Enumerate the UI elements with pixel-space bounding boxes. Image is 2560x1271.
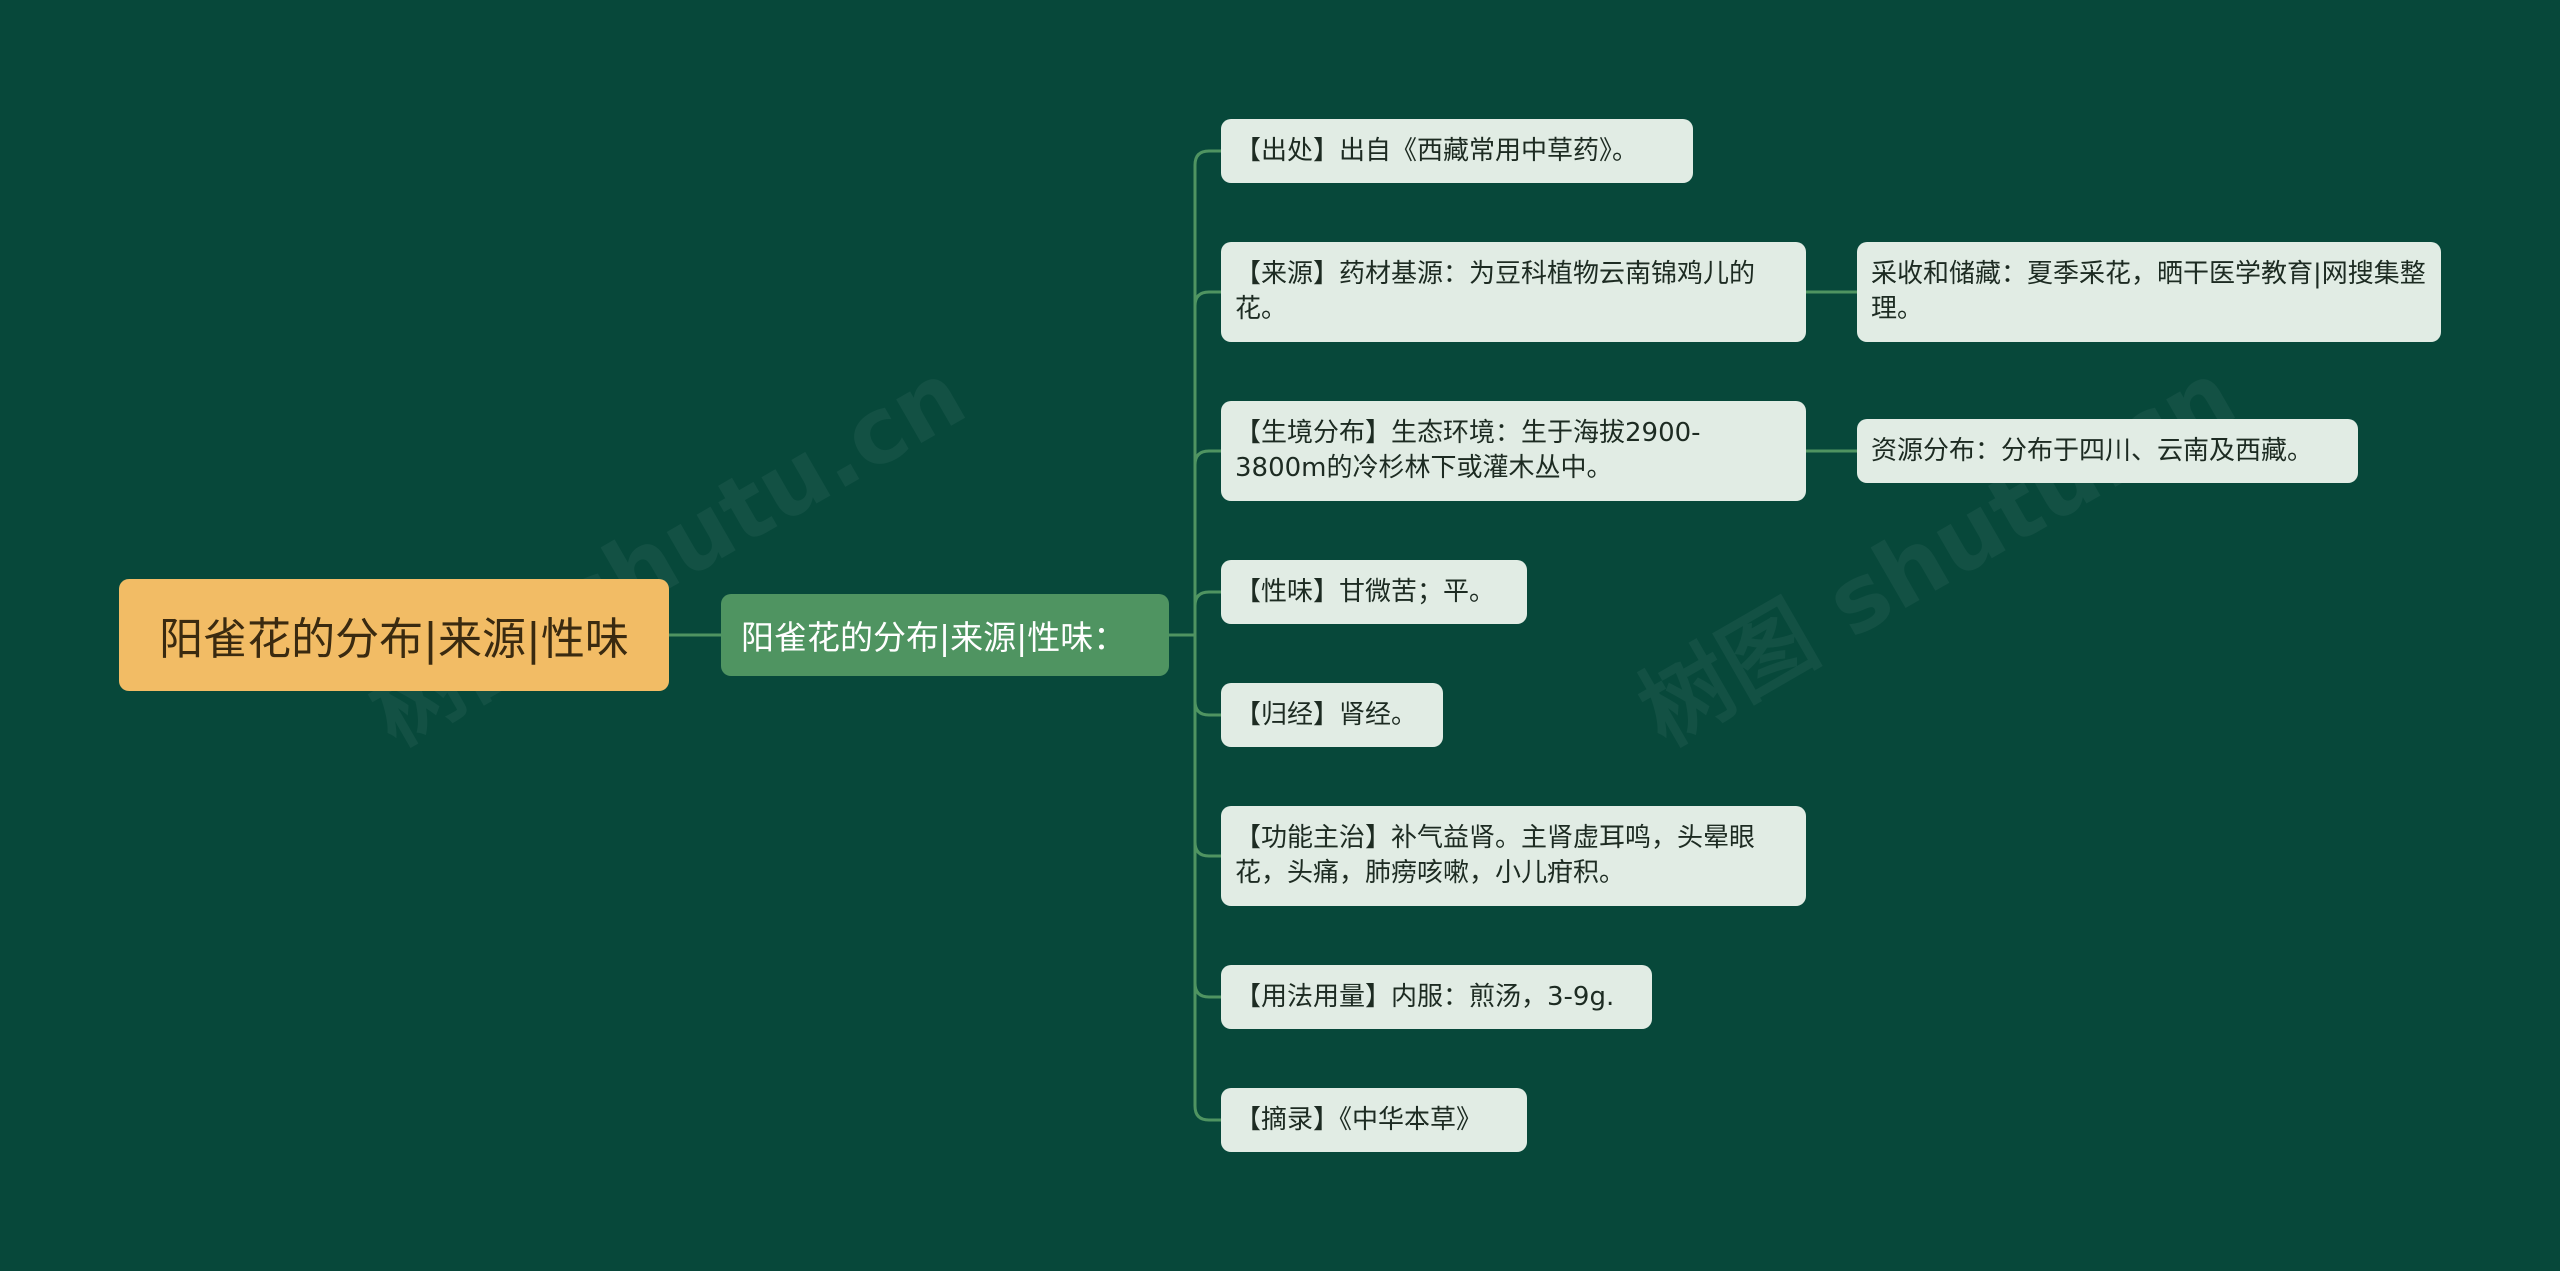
hub-topic-label: 阳雀花的分布|来源|性味： (741, 618, 1127, 657)
branch-habitat-distribution[interactable]: 资源分布：分布于四川、云南及西藏。 (1857, 419, 2358, 483)
root-topic-label: 阳雀花的分布|来源|性味 (159, 614, 629, 665)
branch-connector (1193, 841, 1221, 858)
branch-meridian[interactable]: 【归经】肾经。 (1221, 683, 1443, 747)
branch-label: 资源分布：分布于四川、云南及西藏。 (1871, 435, 2314, 466)
branch-connector (1193, 290, 1221, 307)
hub-topic[interactable]: 阳雀花的分布|来源|性味： (721, 594, 1169, 676)
branch-connector (1193, 982, 1221, 999)
branch-habitat[interactable]: 【生境分布】生态环境：生于海拔2900-3800m的冷杉林下或灌木丛中。 (1221, 401, 1806, 501)
branch-connector (1193, 590, 1221, 607)
branch-origin[interactable]: 【来源】药材基源：为豆科植物云南锦鸡儿的花。 (1221, 242, 1806, 342)
branch-label: 【生境分布】生态环境：生于海拔2900-3800m的冷杉林下或灌木丛中。 (1235, 418, 1701, 483)
branch-label: 【来源】药材基源：为豆科植物云南锦鸡儿的花。 (1235, 259, 1756, 324)
branch-connector (1193, 1105, 1221, 1122)
branch-label: 采收和储藏：夏季采花，晒干医学教育|网搜集整理。 (1871, 259, 2426, 324)
branch-label: 【摘录】《中华本草》 (1235, 1104, 1483, 1135)
branch-connector (1193, 449, 1221, 466)
branch-label: 【用法用量】内服：煎汤，3-9g. (1235, 981, 1615, 1012)
branch-source[interactable]: 【出处】出自《西藏常用中草药》。 (1221, 119, 1693, 183)
branch-label: 【归经】肾经。 (1235, 699, 1418, 730)
branch-connector (1193, 149, 1221, 166)
branch-label: 【出处】出自《西藏常用中草药》。 (1235, 135, 1639, 166)
branch-dosage[interactable]: 【用法用量】内服：煎汤，3-9g. (1221, 965, 1652, 1029)
branch-indications[interactable]: 【功能主治】补气益肾。主肾虚耳鸣，头晕眼花，头痛，肺痨咳嗽，小儿疳积。 (1221, 806, 1806, 906)
branch-excerpt[interactable]: 【摘录】《中华本草》 (1221, 1088, 1527, 1152)
branch-origin-harvest[interactable]: 采收和储藏：夏季采花，晒干医学教育|网搜集整理。 (1857, 242, 2441, 342)
branch-label: 【功能主治】补气益肾。主肾虚耳鸣，头晕眼花，头痛，肺痨咳嗽，小儿疳积。 (1235, 823, 1756, 888)
branch-connector (1193, 700, 1221, 717)
branch-nature-flavor[interactable]: 【性味】甘微苦；平。 (1221, 560, 1527, 624)
root-topic[interactable]: 阳雀花的分布|来源|性味 (119, 579, 669, 691)
branch-label: 【性味】甘微苦；平。 (1235, 576, 1496, 607)
